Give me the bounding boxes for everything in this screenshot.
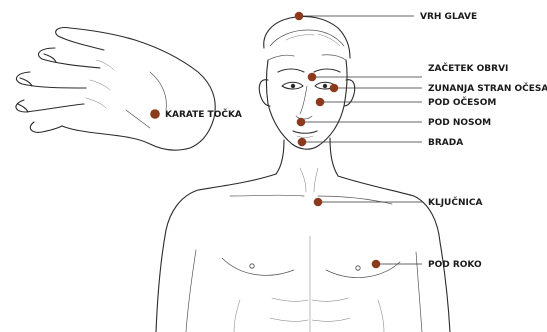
head-illustration bbox=[259, 16, 354, 192]
label-pod-ocesom: POD OČESOM bbox=[428, 96, 496, 108]
label-pod-nosom: POD NOSOM bbox=[428, 118, 491, 128]
point-pod-nosom[interactable] bbox=[297, 118, 306, 127]
point-pod-roko[interactable] bbox=[372, 260, 381, 269]
label-kljucnica: KLJUČNICA bbox=[428, 196, 482, 208]
label-karate-tocka: KARATE TOČKA bbox=[165, 108, 242, 120]
point-pod-ocesom[interactable] bbox=[316, 98, 325, 107]
point-kljucnica[interactable] bbox=[314, 198, 323, 207]
label-pod-roko: POD ROKO bbox=[428, 260, 482, 270]
label-zunanja-stran-ocesa: ZUNANJA STRAN OČESA bbox=[428, 82, 547, 94]
point-vrh-glave[interactable] bbox=[295, 12, 304, 21]
point-brada[interactable] bbox=[298, 138, 307, 147]
hand-illustration bbox=[16, 28, 215, 151]
leader-lines bbox=[299, 16, 422, 264]
label-brada: BRADA bbox=[428, 138, 463, 148]
label-vrh-glave: VRH GLAVE bbox=[420, 12, 477, 22]
torso-illustration bbox=[156, 174, 450, 332]
label-zacetek-obrvi: ZAČETEK OBRVI bbox=[428, 62, 508, 74]
point-zunanja-stran-ocesa[interactable] bbox=[330, 84, 339, 93]
tapping-points bbox=[150, 12, 380, 269]
point-karate-tocka[interactable] bbox=[150, 109, 160, 119]
point-zacetek-obrvi[interactable] bbox=[308, 73, 317, 82]
point-labels: VRH GLAVE ZAČETEK OBRVI ZUNANJA STRAN OČ… bbox=[165, 12, 547, 270]
